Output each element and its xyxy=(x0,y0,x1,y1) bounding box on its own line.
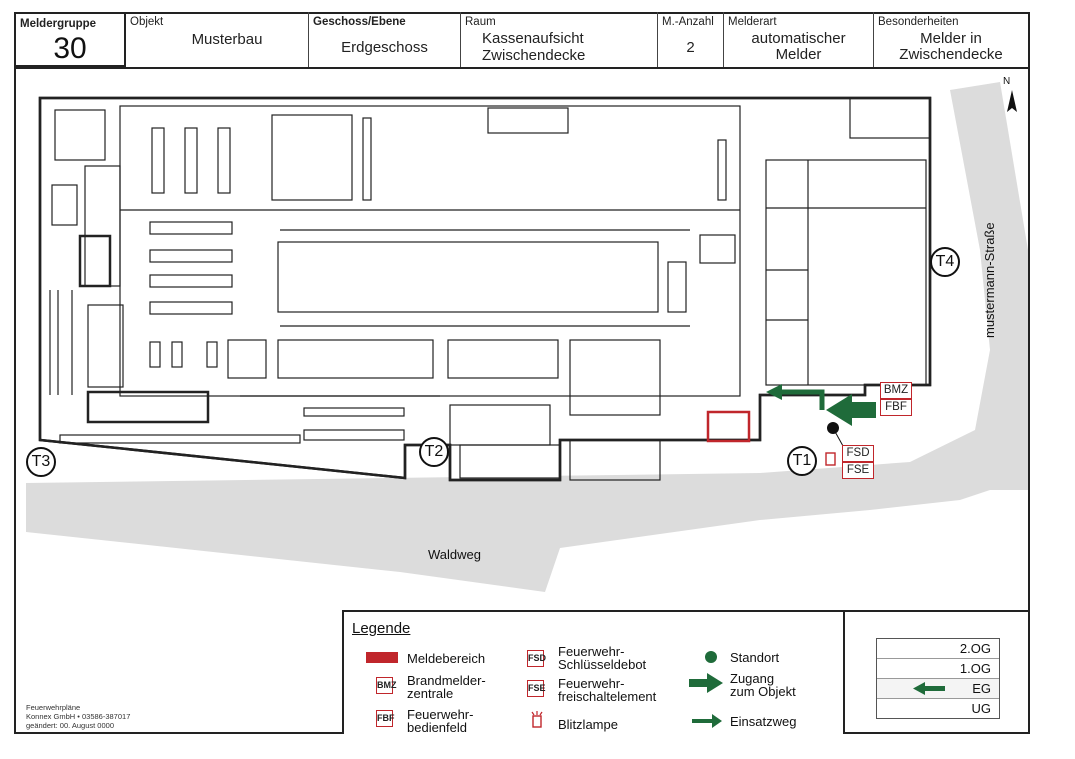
footer-line2: Konnex GmbH • 03586-387017 xyxy=(26,712,131,721)
object-label: Objekt xyxy=(130,16,164,28)
floor-list: 2.OG 1.OG EG UG xyxy=(876,638,1000,719)
fbf-legend-icon: FBF xyxy=(376,710,395,727)
detection-area xyxy=(706,410,751,443)
legend-fse-line2: freischaltelement xyxy=(558,689,657,704)
attack-route xyxy=(780,389,825,410)
fse-box: FSE xyxy=(842,462,874,479)
stair-t1: T1 xyxy=(787,446,817,476)
object-cell: Objekt Musterbau xyxy=(126,12,309,67)
special-value-2: Zwischendecke xyxy=(899,46,1003,63)
flash-lamp-icon xyxy=(531,711,543,728)
floor-ug-label: UG xyxy=(971,701,992,716)
bmz-legend-icon: BMZ xyxy=(376,677,397,694)
legend-title: Legende xyxy=(352,620,411,637)
room-label: Raum xyxy=(465,16,496,28)
count-value: 2 xyxy=(686,39,695,56)
building xyxy=(38,96,932,482)
fbf-box: FBF xyxy=(880,399,912,416)
north-label: N xyxy=(1003,76,1011,87)
detector-group-cell: Meldergruppe 30 xyxy=(14,12,126,67)
access-arrow xyxy=(826,394,876,426)
street-mustermann-label: mustermann-Straße xyxy=(982,222,997,338)
footer-line1: Feuerwehrpläne xyxy=(26,703,81,712)
legend-blitz: Blitzlampe xyxy=(558,717,618,732)
floor-row-2og: 2.OG xyxy=(877,639,999,659)
count-cell: M.-Anzahl 2 xyxy=(658,12,724,67)
legend-panel: Legende Meldebereich BMZ Brandmelder- ze… xyxy=(342,610,845,734)
floor-1og-label: 1.OG xyxy=(959,661,991,676)
room-value-2: Zwischendecke xyxy=(482,47,586,64)
legend-fsd-line2: Schlüsseldebot xyxy=(558,657,647,672)
floor-label: Geschoss/Ebene xyxy=(313,16,406,28)
floor-2og-label: 2.OG xyxy=(959,641,991,656)
legend-bmz-line2: zentrale xyxy=(407,686,454,701)
access-legend-icon xyxy=(689,673,723,693)
room-value-1: Kassenaufsicht xyxy=(482,30,584,47)
type-label: Melderart xyxy=(728,16,777,28)
floor-row-1og: 1.OG xyxy=(877,659,999,679)
street-waldweg-label: Waldweg xyxy=(428,547,481,562)
detection-area-legend-icon xyxy=(366,652,398,663)
floor-plan-map xyxy=(26,82,1028,592)
legend-meldebereich: Meldebereich xyxy=(407,651,486,666)
legend-fbf-line1: Feuerwehr- xyxy=(407,707,474,722)
special-label: Besonderheiten xyxy=(878,16,959,28)
north-arrow-icon xyxy=(1007,90,1017,112)
stair-t4: T4 xyxy=(930,247,960,277)
current-floor-arrow-icon xyxy=(913,682,945,695)
legend-fse-line1: Feuerwehr- xyxy=(558,676,625,691)
object-value: Musterbau xyxy=(191,31,263,48)
count-label: M.-Anzahl xyxy=(662,16,714,28)
fsd-box: FSD xyxy=(842,445,874,462)
legend-fbf-line2: bedienfeld xyxy=(407,720,467,735)
footer-line3: geändert: 00. August 0000 xyxy=(26,721,114,730)
floor-eg-label: EG xyxy=(972,681,991,696)
floor-row-ug: UG xyxy=(877,699,999,718)
stair-t3: T3 xyxy=(26,447,56,477)
legend-zugang-line1: Zugang xyxy=(730,671,775,686)
publisher-note: Feuerwehrpläne Konnex GmbH • 03586-38701… xyxy=(26,703,130,730)
floor-cell: Geschoss/Ebene Erdgeschoss xyxy=(309,12,461,67)
room-cell: Raum Kassenaufsicht Zwischendecke xyxy=(461,12,658,67)
title-block: Meldergruppe 30 Objekt Musterbau Geschos… xyxy=(14,12,1030,69)
legend-fsd-line1: Feuerwehr- xyxy=(558,644,625,659)
special-value-1: Melder in xyxy=(920,30,982,47)
legend-einsatzweg: Einsatzweg xyxy=(730,714,797,729)
fse-legend-icon: FSE xyxy=(527,680,546,697)
street-mustermann-text: mustermann-Straße xyxy=(982,222,997,338)
legend-zugang-line2: zum Objekt xyxy=(730,684,796,699)
legend-bmz-line1: Brandmelder- xyxy=(407,673,486,688)
detector-type-cell: Melderart automatischer Melder xyxy=(724,12,874,67)
street-waldweg xyxy=(26,82,1028,592)
floor-value: Erdgeschoss xyxy=(341,39,428,56)
type-value-2: Melder xyxy=(775,46,822,63)
bmz-box: BMZ xyxy=(880,382,912,399)
route-legend-icon xyxy=(692,714,722,728)
attack-route-arrowhead xyxy=(766,384,782,400)
special-cell: Besonderheiten Melder in Zwischendecke xyxy=(874,12,1028,67)
floor-row-eg: EG xyxy=(877,679,999,699)
flash-lamp-symbol xyxy=(825,452,836,466)
group-label: Meldergruppe xyxy=(20,18,97,30)
location-legend-icon xyxy=(705,651,717,663)
floor-indicator: 2.OG 1.OG EG UG xyxy=(845,610,1030,734)
fsd-legend-icon: FSD xyxy=(527,650,546,667)
group-number: 30 xyxy=(53,32,87,65)
legend-standort: Standort xyxy=(730,650,780,665)
stair-t2: T2 xyxy=(419,437,449,467)
type-value-1: automatischer xyxy=(751,30,846,47)
